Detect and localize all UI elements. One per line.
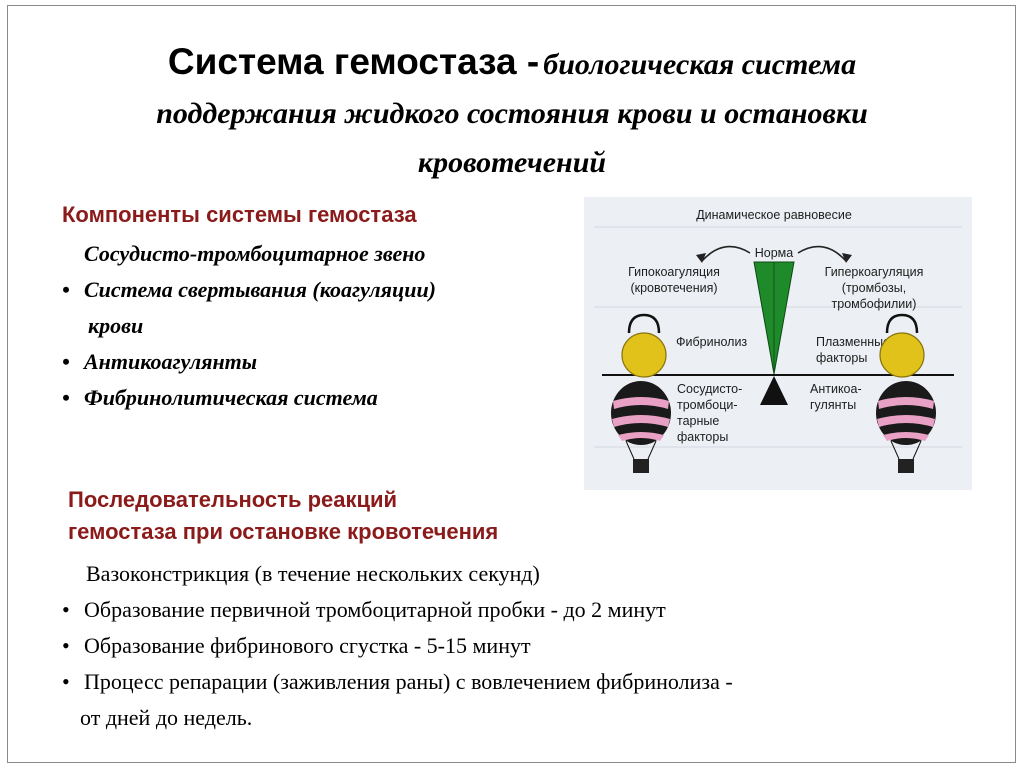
arrow-right-icon	[797, 245, 847, 262]
left-balloon-icon	[611, 381, 671, 473]
slide-title: Система гемостаза - биологическая систем…	[40, 40, 984, 190]
label-vascular-3: тарные	[677, 414, 719, 428]
arrow-left-icon	[701, 245, 751, 262]
list-item: от дней до недель.	[80, 705, 253, 730]
title-term: Система гемостаза -	[167, 41, 540, 82]
title-definition-1: биологическая система	[543, 48, 857, 81]
list-item: •Система свертывания (коагуляции)	[62, 277, 437, 302]
label-hypocoagulation: Гипокоагуляция	[628, 265, 720, 279]
components-heading: Компоненты системы гемостаза	[62, 202, 417, 227]
sequence-heading-1: Последовательность реакций	[68, 487, 398, 512]
label-thrombophilia: тромбофилии)	[832, 297, 917, 311]
label-plasma-2: факторы	[816, 351, 867, 365]
sequence-heading-2: гемостаза при остановке кровотечения	[68, 519, 499, 544]
hemostasis-balance-diagram: Динамическое равновесие Норма Гипокоагул…	[584, 197, 972, 490]
list-item: Вазоконстрикция (в течение нескольких се…	[86, 561, 540, 586]
components-list: Сосудисто-тромбоцитарное звено •Система …	[62, 236, 436, 416]
list-item: крови	[88, 313, 144, 338]
list-item: •Процесс репарации (заживления раны) с в…	[62, 669, 733, 694]
right-weight-icon	[879, 313, 925, 378]
title-definition-2: поддержания жидкого состояния крови и ос…	[156, 97, 868, 130]
right-balloon-icon	[876, 381, 936, 473]
label-bleeding: (кровотечения)	[630, 281, 717, 295]
list-item: •Образование первичной тромбоцитарной пр…	[62, 597, 666, 622]
label-anticoag-2: гулянты	[810, 398, 856, 412]
label-dynamic-equilibrium: Динамическое равновесие	[696, 208, 852, 222]
list-item: •Фибринолитическая система	[62, 385, 378, 410]
sequence-list: Вазоконстрикция (в течение нескольких се…	[62, 556, 733, 736]
left-weight-icon	[621, 313, 667, 378]
label-vascular-2: тромбоци-	[677, 398, 738, 412]
title-definition-3: кровотечений	[417, 146, 607, 179]
list-item: •Образование фибринового сгустка - 5-15 …	[62, 633, 531, 658]
list-item: •Антикоагулянты	[62, 349, 258, 374]
label-vascular-4: факторы	[677, 430, 728, 444]
list-item: Сосудисто-тромбоцитарное звено	[84, 241, 426, 266]
label-plasma-1: Плазменные	[816, 335, 890, 349]
label-fibrinolysis: Фибринолиз	[676, 335, 747, 349]
balance-fulcrum	[760, 376, 788, 405]
label-vascular-1: Сосудисто-	[677, 382, 742, 396]
label-norm: Норма	[755, 246, 794, 260]
label-hypercoagulation: Гиперкоагуляция	[825, 265, 924, 279]
label-anticoag-1: Антикоа-	[810, 382, 862, 396]
label-thrombosis: (тромбозы,	[842, 281, 906, 295]
